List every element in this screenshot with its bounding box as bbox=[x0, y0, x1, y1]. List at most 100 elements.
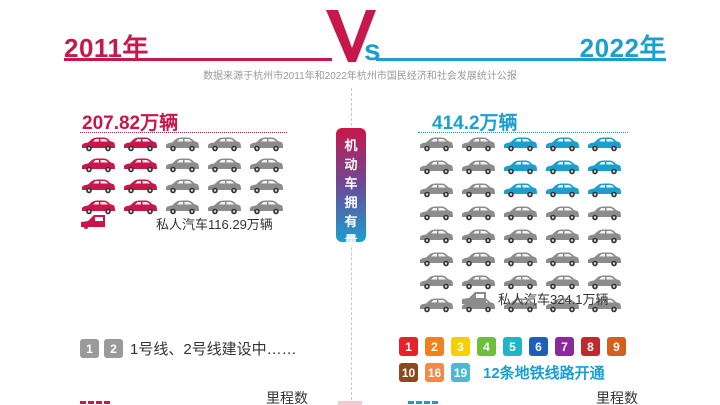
car-icon bbox=[588, 275, 621, 290]
metro-lines-2022-text: 12条地铁线路开通 bbox=[483, 365, 605, 382]
metro-line-badge: 2 bbox=[104, 339, 123, 358]
car-icon bbox=[588, 160, 621, 175]
vs-s-glyph: s bbox=[364, 34, 381, 64]
car-icon bbox=[546, 183, 579, 198]
car-icon bbox=[208, 137, 241, 152]
car-icon bbox=[462, 252, 495, 267]
car-icon bbox=[420, 137, 453, 152]
vehicles-total-2022: 414.2万辆 bbox=[432, 113, 518, 134]
car-icon bbox=[208, 158, 241, 173]
vehicle-ownership-char: 有 bbox=[344, 214, 358, 229]
car-icon bbox=[504, 137, 537, 152]
car-icon bbox=[124, 158, 157, 173]
mileage-stub-center bbox=[338, 401, 362, 405]
car-icon bbox=[504, 298, 537, 313]
car-icon bbox=[208, 200, 241, 215]
private-cars-2022: 私人汽车324.1万辆 bbox=[498, 292, 609, 307]
vehicle-ownership-char: 动 bbox=[344, 157, 358, 172]
header-rule-left bbox=[64, 58, 332, 61]
mileage-stub-left bbox=[80, 401, 110, 405]
car-icon bbox=[250, 200, 283, 215]
car-icon bbox=[546, 160, 579, 175]
car-icon bbox=[546, 229, 579, 244]
metro-line-badge: 6 bbox=[529, 337, 548, 356]
metro-line-badge: 4 bbox=[477, 337, 496, 356]
car-icon bbox=[546, 252, 579, 267]
metro-line-badge: 9 bbox=[607, 337, 626, 356]
car-icon bbox=[420, 229, 453, 244]
car-grid-2011 bbox=[80, 136, 284, 216]
car-icon bbox=[588, 183, 621, 198]
car-icon bbox=[504, 275, 537, 290]
car-icon bbox=[546, 275, 579, 290]
private-cars-2011: 私人汽车116.29万辆 bbox=[156, 217, 273, 232]
metro-line-badge: 1 bbox=[80, 339, 99, 358]
car-icon bbox=[504, 183, 537, 198]
metro-line-badge: 5 bbox=[503, 337, 522, 356]
car-icon bbox=[504, 252, 537, 267]
header-rule-right bbox=[376, 58, 666, 61]
vehicle-ownership-char: 量 bbox=[344, 233, 358, 248]
metro-lines-2011-text: 1号线、2号线建设中…… bbox=[130, 341, 297, 358]
mileage-label-right: 里程数 bbox=[596, 390, 638, 405]
car-icon bbox=[420, 275, 453, 290]
car-icon bbox=[82, 158, 115, 173]
car-icon bbox=[166, 137, 199, 152]
car-icon bbox=[250, 137, 283, 152]
car-side-partial-icon bbox=[81, 215, 105, 229]
data-source-note: 数据来源于杭州市2011年和2022年杭州市国民经济和社会发展统计公报 bbox=[203, 71, 517, 82]
car-icon bbox=[462, 160, 495, 175]
car-icon bbox=[420, 183, 453, 198]
metro-line-badge: 1 bbox=[399, 337, 418, 356]
vs-logo-icon: s bbox=[326, 10, 381, 64]
car-icon bbox=[420, 298, 453, 313]
metro-line-badge: 19 bbox=[451, 363, 470, 382]
car-icon bbox=[166, 179, 199, 194]
vehicle-ownership-char: 机 bbox=[344, 138, 358, 153]
vehicle-ownership-char: 车 bbox=[344, 176, 358, 191]
car-icon bbox=[462, 206, 495, 221]
center-divider bbox=[351, 88, 352, 405]
total-underline-left bbox=[80, 132, 287, 133]
car-icon bbox=[420, 252, 453, 267]
car-icon bbox=[504, 206, 537, 221]
car-icon bbox=[82, 137, 115, 152]
car-icon bbox=[82, 179, 115, 194]
total-underline-right bbox=[418, 132, 628, 133]
mileage-stub-right bbox=[408, 401, 438, 405]
vehicle-ownership-char: 拥 bbox=[344, 195, 358, 210]
car-icon bbox=[420, 206, 453, 221]
car-icon bbox=[588, 252, 621, 267]
metro-line-badge: 7 bbox=[555, 337, 574, 356]
car-grid-2022 bbox=[418, 136, 622, 316]
car-icon bbox=[462, 275, 495, 290]
car-icon bbox=[504, 160, 537, 175]
vehicles-total-2011: 207.82万辆 bbox=[82, 113, 179, 134]
car-icon bbox=[588, 137, 621, 152]
car-icon bbox=[546, 206, 579, 221]
car-icon bbox=[546, 298, 579, 313]
metro-line-badge: 8 bbox=[581, 337, 600, 356]
car-icon bbox=[124, 179, 157, 194]
car-icon bbox=[546, 137, 579, 152]
car-icon bbox=[504, 229, 537, 244]
metro-line-badge: 3 bbox=[451, 337, 470, 356]
metro-line-badge: 2 bbox=[425, 337, 444, 356]
vehicle-ownership-label: 机动车拥有量 bbox=[336, 128, 366, 248]
car-side-partial-icon bbox=[462, 292, 486, 306]
car-icon bbox=[166, 200, 199, 215]
car-icon bbox=[82, 200, 115, 215]
car-icon bbox=[124, 137, 157, 152]
car-icon bbox=[250, 158, 283, 173]
car-icon bbox=[462, 229, 495, 244]
car-icon bbox=[588, 229, 621, 244]
car-icon bbox=[420, 160, 453, 175]
car-icon bbox=[462, 137, 495, 152]
car-icon bbox=[588, 298, 621, 313]
metro-line-badge: 16 bbox=[425, 363, 444, 382]
car-icon bbox=[166, 158, 199, 173]
